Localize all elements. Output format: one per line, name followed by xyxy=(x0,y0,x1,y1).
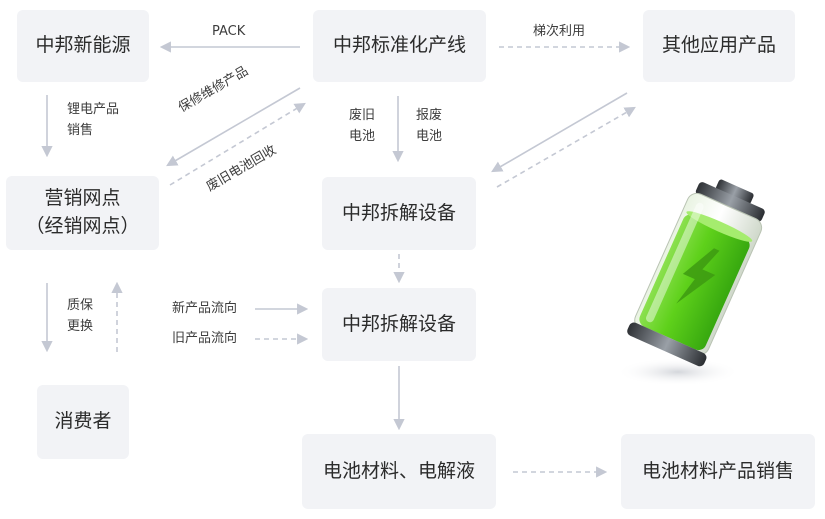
node-label: 中邦新能源 xyxy=(35,34,131,57)
label-cascade-use: 梯次利用 xyxy=(533,24,586,39)
node-label: 营销网点 xyxy=(44,187,121,210)
label-line: 更换 xyxy=(67,318,94,334)
node-zb-new-energy: 中邦新能源 xyxy=(17,10,149,82)
node-label: 其他应用产品 xyxy=(661,34,776,57)
label-pack: PACK xyxy=(212,24,246,39)
node-other-products: 其他应用产品 xyxy=(643,10,795,82)
node-label: 电池材料、电解液 xyxy=(322,459,475,482)
node-label: 电池材料产品销售 xyxy=(641,459,794,482)
label-old-flow: 旧产品流向 xyxy=(172,331,238,346)
node-dismantle-equipment-1: 中邦拆解设备 xyxy=(322,177,476,250)
label-lithium-sales: 锂电产品 销售 xyxy=(67,100,119,142)
label-new-flow: 新产品流向 xyxy=(172,301,238,316)
arrow-other-to-dismantle xyxy=(491,92,628,173)
label-line: 电池 xyxy=(349,128,376,144)
node-label: 中邦标准化产线 xyxy=(332,34,466,57)
label-quality-replacement: 质保 更换 xyxy=(67,296,93,338)
node-material-sales: 电池材料产品销售 xyxy=(621,434,815,509)
node-label: 中邦拆解设备 xyxy=(341,312,456,335)
node-label-sub: （经销网点） xyxy=(25,215,140,237)
node-sales-point: 营销网点 （经销网点） xyxy=(6,176,159,250)
label-line: 报废 xyxy=(416,108,443,123)
label-scrap-battery: 报废 电池 xyxy=(416,106,442,148)
arrow-recycle xyxy=(169,102,306,186)
node-label: 中邦拆解设备 xyxy=(341,201,456,224)
label-line: 质保 xyxy=(67,298,94,313)
node-dismantle-equipment-2: 中邦拆解设备 xyxy=(322,288,476,361)
label-line: 销售 xyxy=(67,122,94,138)
node-consumer: 消费者 xyxy=(37,385,129,459)
node-battery-material: 电池材料、电解液 xyxy=(302,434,496,509)
label-line: 锂电产品 xyxy=(67,102,120,117)
label-line: 废旧 xyxy=(349,108,376,123)
arrow-repair xyxy=(166,87,301,167)
battery-charging-icon xyxy=(616,179,765,386)
label-line: 电池 xyxy=(416,128,443,144)
node-zb-production-line: 中邦标准化产线 xyxy=(313,10,486,82)
node-label: 消费者 xyxy=(54,410,112,433)
label-waste-battery: 废旧 电池 xyxy=(349,106,375,148)
